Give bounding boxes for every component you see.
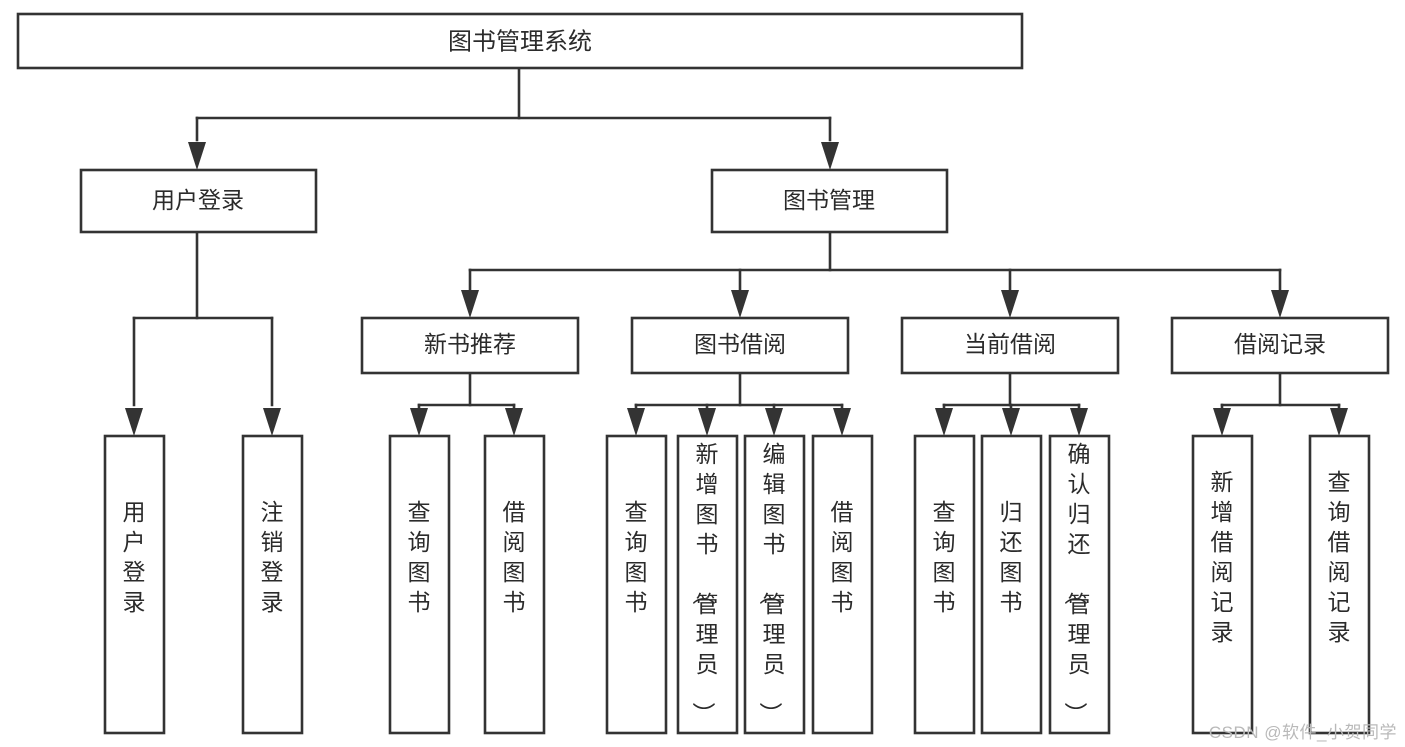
arrowhead-book-management (821, 142, 839, 170)
node-new-book-recommend-label: 新书推荐 (424, 331, 516, 357)
node-current-borrow-label: 当前借阅 (964, 331, 1056, 357)
leaf-logout-login-box (241, 434, 304, 735)
leaf-borrow-book-2[interactable]: 借阅图书 (811, 434, 874, 735)
leaf-query-book-3[interactable]: 查询图书 (913, 434, 976, 735)
leaf-user-login[interactable]: 用户登录 (103, 434, 166, 735)
leaf-query-record-box (1308, 434, 1371, 735)
leaf-add-record-label: 新增借阅记录 (1211, 469, 1234, 645)
node-root-label: 图书管理系统 (448, 28, 592, 55)
arrowhead-leaf-return-book (1002, 408, 1020, 436)
leaf-logout-login[interactable]: 注销登录 (241, 434, 304, 735)
csdn-watermark: CSDN @软件_小贺同学 (1208, 723, 1397, 742)
leaf-edit-book-label: 编辑图书（管理员） (758, 441, 786, 725)
arrowhead-new-book-recommend (461, 290, 479, 318)
arrowhead-leaf-user-login (125, 408, 143, 436)
leaf-edit-book[interactable]: 编辑图书（管理员） (743, 434, 806, 735)
arrowhead-leaf-query-book-3 (935, 408, 953, 436)
node-current-borrow[interactable]: 当前借阅 (900, 316, 1120, 375)
arrowhead-leaf-edit-book (765, 408, 783, 436)
leaf-return-book[interactable]: 归还图书 (980, 434, 1043, 735)
node-book-borrow-label: 图书借阅 (694, 331, 786, 357)
leaf-return-book-label: 归还图书 (1000, 499, 1023, 615)
leaf-borrow-book-1-box (483, 434, 546, 735)
leaf-return-book-box (980, 434, 1043, 735)
leaf-user-login-box (103, 434, 166, 735)
leaf-query-book-2-box (605, 434, 668, 735)
node-root-box (16, 12, 1024, 70)
node-current-borrow-box (900, 316, 1120, 375)
leaf-add-book[interactable]: 新增图书（管理员） (676, 434, 739, 735)
node-book-management[interactable]: 图书管理 (710, 168, 949, 234)
arrowhead-leaf-logout-login (263, 408, 281, 436)
node-new-book-recommend[interactable]: 新书推荐 (360, 316, 580, 375)
leaf-add-book-label: 新增图书（管理员） (691, 441, 719, 725)
leaf-query-book-3-box (913, 434, 976, 735)
node-book-borrow-box (630, 316, 850, 375)
leaf-borrow-book-2-box (811, 434, 874, 735)
leaf-borrow-book-1[interactable]: 借阅图书 (483, 434, 546, 735)
node-borrow-record-box (1170, 316, 1390, 375)
node-book-management-box (710, 168, 949, 234)
leaf-add-book-box (676, 434, 739, 735)
arrowhead-leaf-borrow-book-2 (833, 408, 851, 436)
leaf-query-book-1[interactable]: 查询图书 (388, 434, 451, 735)
node-root[interactable]: 图书管理系统 (16, 12, 1024, 70)
leaf-user-login-label: 用户登录 (123, 499, 146, 615)
arrowhead-leaf-query-record (1330, 408, 1348, 436)
leaf-confirm-return-label: 确认归还（管理员） (1063, 441, 1091, 725)
leaf-borrow-book-2-label: 借阅图书 (831, 499, 854, 615)
arrowhead-leaf-query-book-2 (627, 408, 645, 436)
arrowhead-user-login (188, 142, 206, 170)
leaf-query-book-3-label: 查询图书 (933, 499, 956, 615)
node-user-login-box (79, 168, 318, 234)
arrowhead-leaf-add-book (698, 408, 716, 436)
arrowhead-current-borrow (1001, 290, 1019, 318)
leaf-edit-book-box (743, 434, 806, 735)
leaf-confirm-return-box (1048, 434, 1111, 735)
arrowhead-book-borrow (731, 290, 749, 318)
arrowhead-leaf-add-record (1213, 408, 1231, 436)
node-new-book-recommend-box (360, 316, 580, 375)
leaf-query-book-1-label: 查询图书 (408, 499, 431, 615)
arrowhead-borrow-record (1271, 290, 1289, 318)
leaf-add-record-box (1191, 434, 1254, 735)
node-borrow-record-label: 借阅记录 (1234, 331, 1326, 357)
node-borrow-record[interactable]: 借阅记录 (1170, 316, 1390, 375)
node-user-login-label: 用户登录 (152, 187, 244, 213)
leaf-query-book-1-box (388, 434, 451, 735)
leaf-borrow-book-1-label: 借阅图书 (503, 499, 526, 615)
leaf-query-book-2[interactable]: 查询图书 (605, 434, 668, 735)
leaf-query-book-2-label: 查询图书 (625, 499, 648, 615)
leaf-query-record[interactable]: 查询借阅记录 (1308, 434, 1371, 735)
node-user-login[interactable]: 用户登录 (79, 168, 318, 234)
arrowhead-leaf-query-book-1 (410, 408, 428, 436)
node-book-management-label: 图书管理 (783, 187, 875, 213)
leaf-query-record-label: 查询借阅记录 (1328, 469, 1351, 645)
node-book-borrow[interactable]: 图书借阅 (630, 316, 850, 375)
arrowhead-leaf-borrow-book-1 (505, 408, 523, 436)
leaf-confirm-return[interactable]: 确认归还（管理员） (1048, 434, 1111, 735)
leaf-add-record[interactable]: 新增借阅记录 (1191, 434, 1254, 735)
leaf-logout-login-label: 注销登录 (261, 499, 284, 615)
arrowhead-leaf-confirm-return (1070, 408, 1088, 436)
